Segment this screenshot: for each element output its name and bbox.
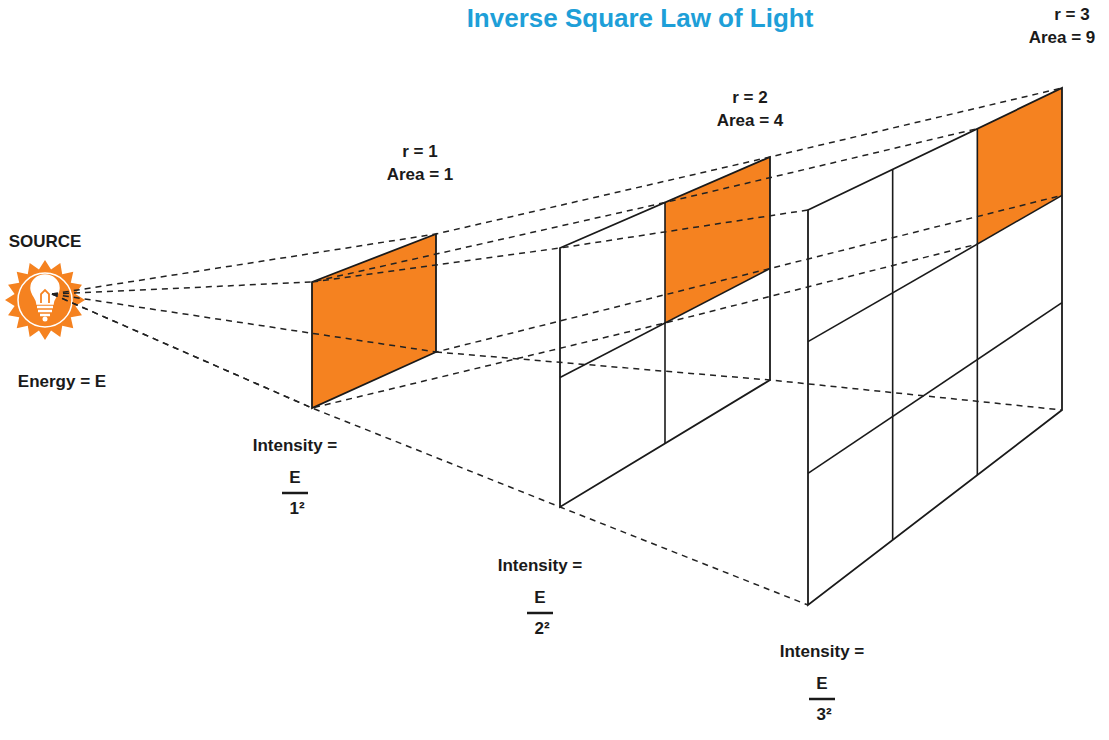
distance-label: r = 1 <box>402 142 437 162</box>
fraction-bar <box>282 492 308 495</box>
panel-outline <box>312 234 436 408</box>
light-ray <box>52 195 1062 352</box>
panel-face <box>312 234 436 408</box>
bulb-tip <box>43 317 48 322</box>
fraction-denominator: 2² <box>534 619 549 639</box>
bulb-base <box>37 307 53 315</box>
unit-area-cell <box>977 88 1062 244</box>
intensity-label: Intensity = <box>498 556 583 576</box>
area-panel <box>808 88 1062 605</box>
grid-line <box>977 129 979 475</box>
panel-outline <box>560 157 770 507</box>
area-label: Area = 4 <box>717 111 784 131</box>
bulb-filament <box>41 290 49 303</box>
fraction-numerator: E <box>816 674 827 694</box>
area-label: Area = 9 <box>1029 28 1096 48</box>
panel-face <box>560 157 770 507</box>
fraction-bar <box>809 698 835 701</box>
unit-area-cell <box>312 234 436 408</box>
fraction-numerator: E <box>534 588 545 608</box>
light-ray <box>312 210 808 282</box>
intensity-label: Intensity = <box>253 436 338 456</box>
energy-label: Energy = E <box>18 372 106 392</box>
grid-line <box>560 269 770 378</box>
light-ray <box>436 352 1062 410</box>
unit-area-cell <box>665 157 770 323</box>
starburst <box>5 260 85 340</box>
light-source-icon <box>5 260 85 340</box>
panel-face <box>808 88 1062 605</box>
title: Inverse Square Law of Light <box>467 4 814 34</box>
intensity-label: Intensity = <box>780 642 865 662</box>
grid-line <box>892 169 894 540</box>
distance-label: r = 3 <box>1054 5 1089 25</box>
light-ray <box>52 294 808 605</box>
grid-line <box>808 195 1062 341</box>
area-label: Area = 1 <box>387 165 454 185</box>
fraction-numerator: E <box>289 468 300 488</box>
panel-outline <box>808 88 1062 605</box>
distance-label: r = 2 <box>732 88 767 108</box>
fraction-bar <box>527 612 553 615</box>
light-ray <box>52 88 1062 294</box>
fraction-denominator: 3² <box>816 705 831 725</box>
bulb-glass <box>31 275 59 304</box>
light-ray <box>52 244 977 408</box>
area-panel <box>560 157 770 507</box>
fraction-denominator: 1² <box>289 499 304 519</box>
area-panel <box>312 234 436 408</box>
source-label: SOURCE <box>9 232 82 252</box>
light-ray <box>52 129 977 294</box>
